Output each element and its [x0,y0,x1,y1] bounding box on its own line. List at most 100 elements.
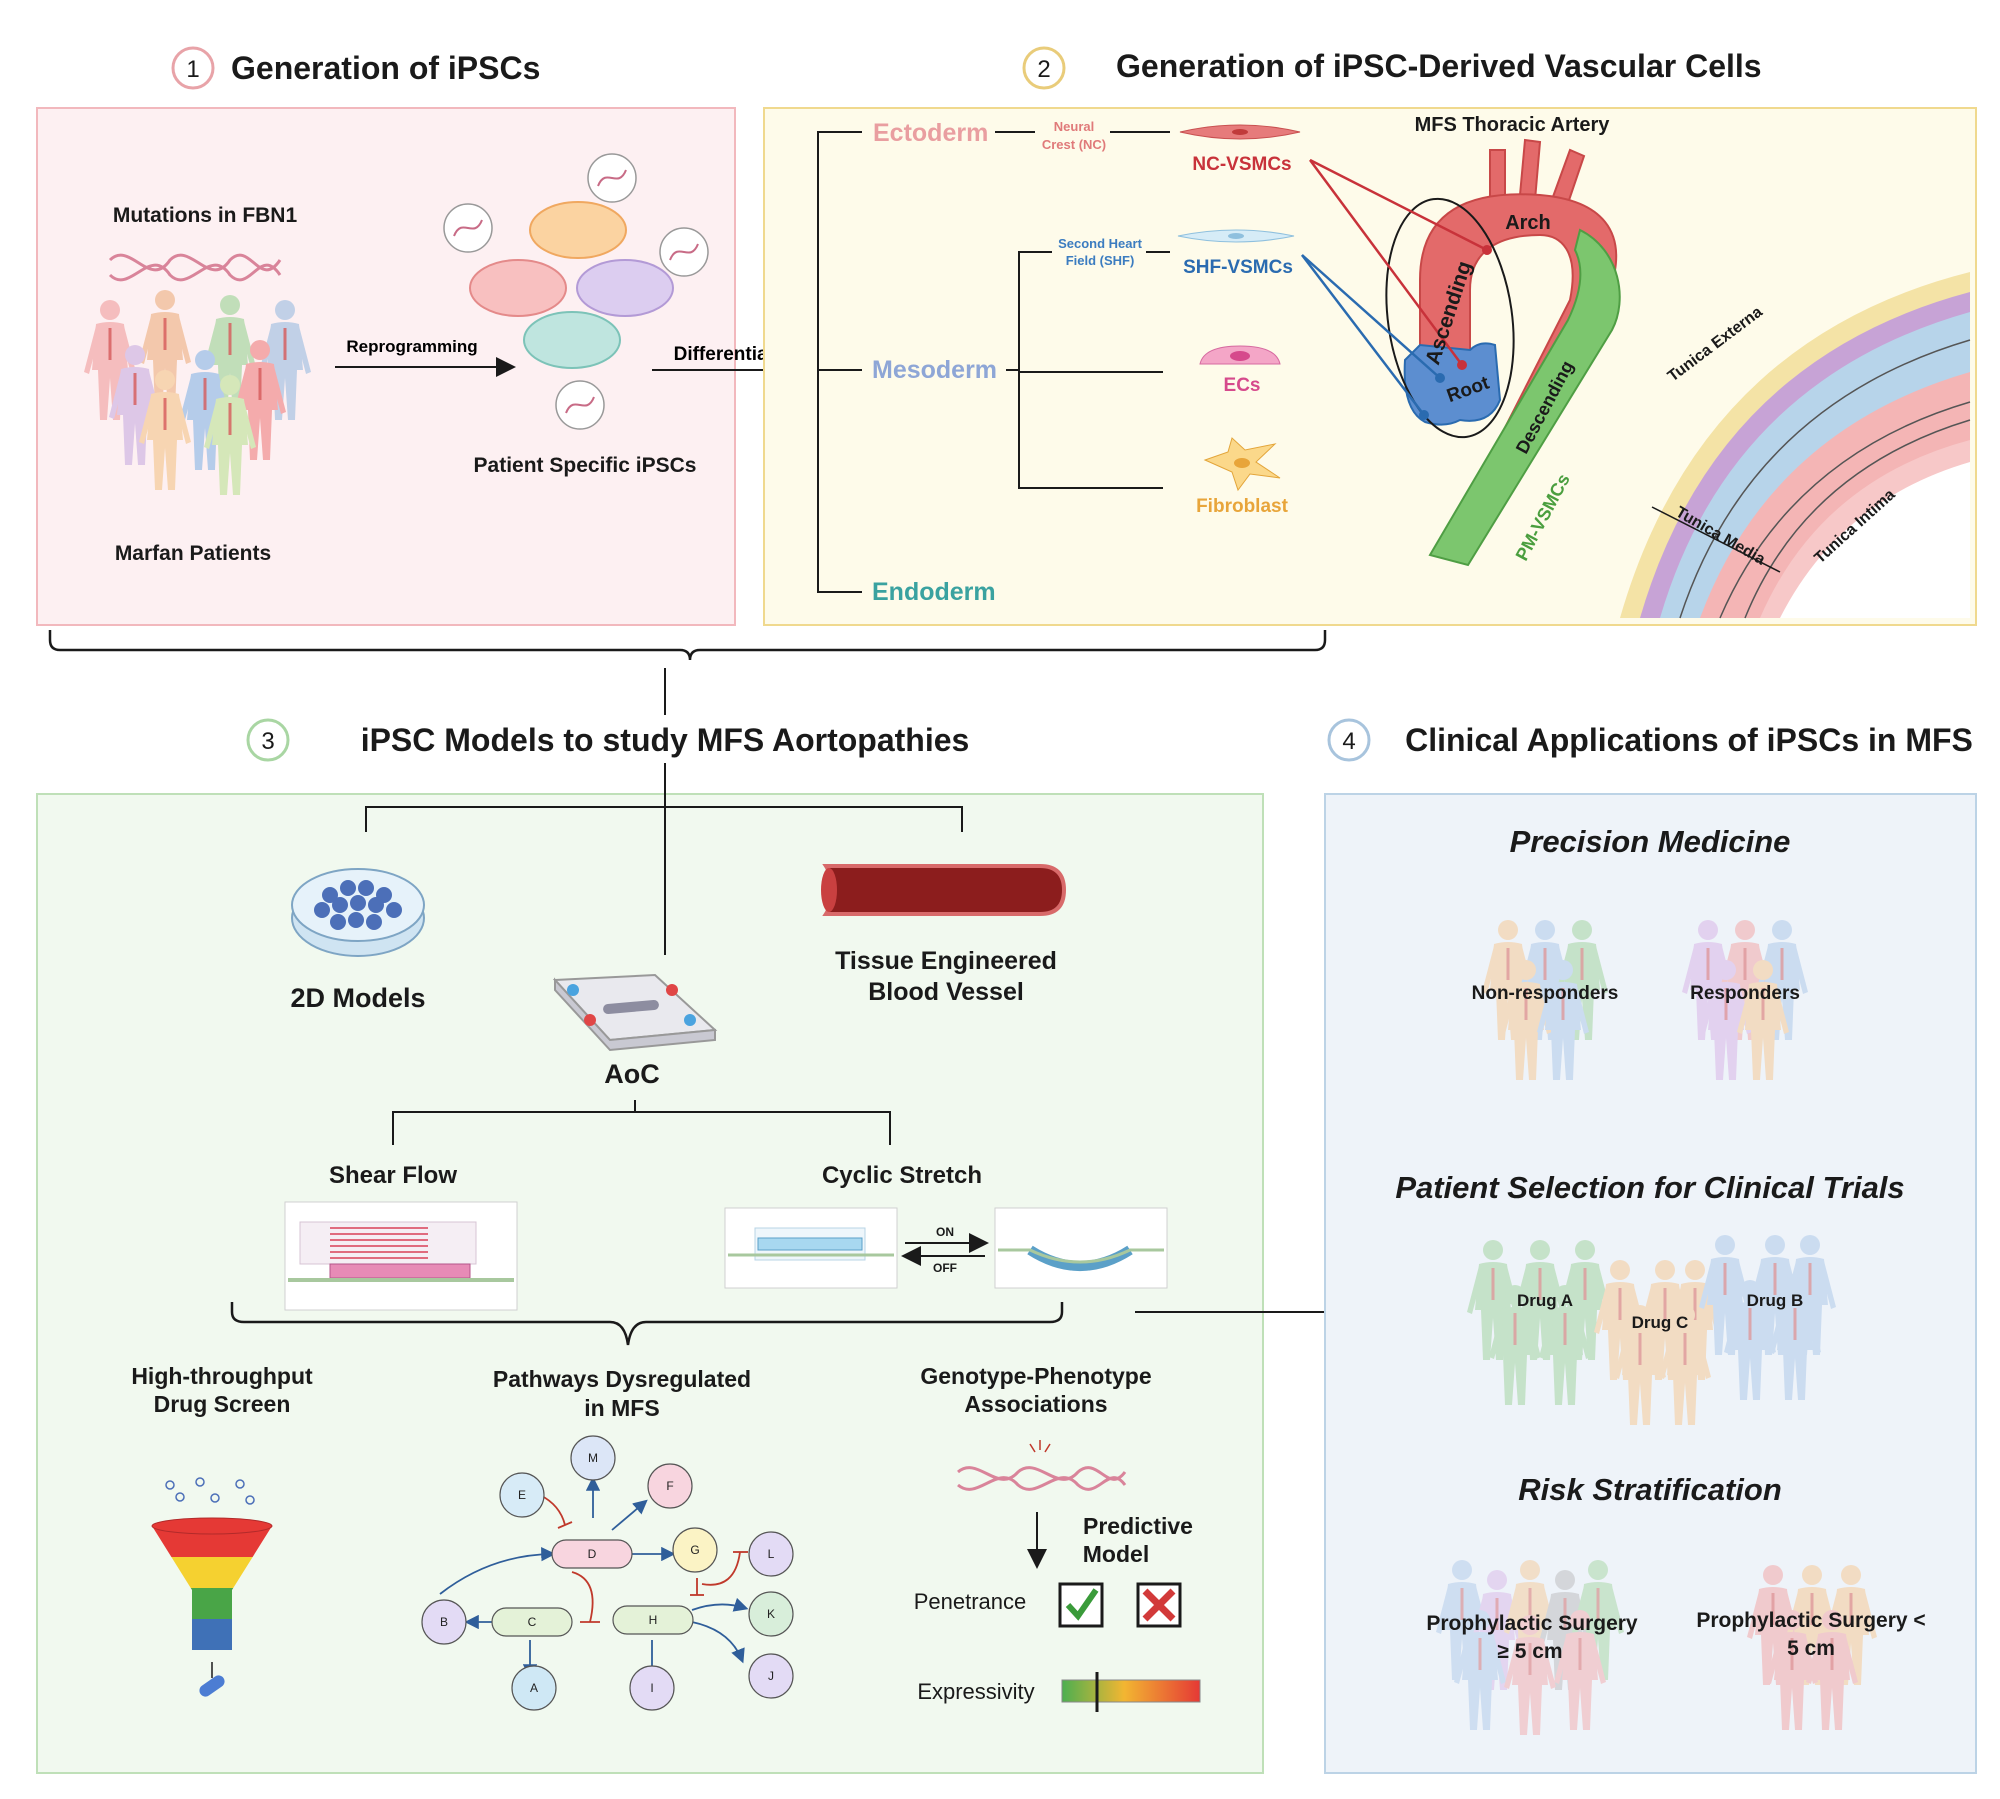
fibroblast-cell-icon [1203,437,1281,492]
pathways-label-line1: Pathways Dysregulated [493,1366,751,1392]
endothelial-cell-icon [1199,345,1281,365]
node-c: C [528,1615,537,1629]
node-e: E [518,1488,526,1502]
endoderm-label: Endoderm [872,578,996,606]
ipscs-label: Patient Specific iPSCs [474,454,697,477]
node-d: D [588,1547,597,1561]
panel-3-title: iPSC Models to study MFS Aortopathies [361,722,970,758]
node-h: H [649,1613,658,1627]
neural-crest-label-line1: Neural [1054,119,1094,134]
node-b: B [440,1615,448,1629]
2d-models-label: 2D Models [290,983,425,1013]
on-label: ON [936,1225,954,1239]
node-m: M [588,1451,598,1465]
panel-2-number: 2 [1037,56,1050,83]
node-g: G [690,1543,699,1557]
surgery-ge-label-line2: ≥ 5 cm [1497,1640,1562,1663]
pathway-node-labels: M E F D G L C H B K A I J [440,1451,775,1695]
cross-icon [1136,1582,1182,1628]
gp-label-line2: Associations [964,1391,1107,1417]
lineage-connectors [1301,158,1488,416]
panel-4-number: 4 [1342,728,1355,755]
patients-label: Marfan Patients [115,542,271,565]
petri-dish-2d-icon [291,868,425,957]
predictive-label-line1: Predictive [1083,1513,1193,1539]
panel-1-badge [171,46,215,90]
tebv-label-line1: Tissue Engineered [835,947,1057,975]
neural-crest-label-line2: Crest (NC) [1042,137,1106,152]
hts-label-line1: High-throughput [131,1363,313,1389]
drug-screen-funnel-icon [151,1477,273,1697]
ectoderm-label: Ectoderm [873,119,988,147]
aoc-bracket [392,1111,891,1145]
shear-flow-label: Shear Flow [329,1162,457,1189]
panel-3-badge [246,718,290,762]
cyclic-stretch-label: Cyclic Stretch [822,1162,982,1189]
nc-vsmcs-label: NC-VSMCs [1192,154,1291,175]
expressivity-label: Expressivity [917,1679,1034,1704]
precision-medicine-title: Precision Medicine [1510,824,1791,859]
shf-vsmc-cell-icon [1177,229,1295,243]
check-icon [1058,1582,1104,1628]
surgery-lt-label-line2: 5 cm [1787,1637,1835,1660]
mesoderm-label: Mesoderm [872,356,997,384]
node-i: I [650,1681,653,1695]
panel-4: 4 Clinical Applications of iPSCs in MFS … [1324,718,1977,1774]
panel-1-number: 1 [186,56,199,83]
cyclic-stretch-illustration [724,1207,1168,1289]
reprogramming-label: Reprogramming [346,337,477,356]
panel-2-title: Generation of iPSC-Derived Vascular Cell… [1116,48,1762,84]
drug-c-label: Drug C [1632,1313,1689,1332]
node-j: J [768,1669,774,1683]
ecs-label: ECs [1224,375,1261,396]
nc-vsmc-cell-icon [1179,124,1301,140]
off-label: OFF [933,1261,957,1275]
patient-selection-title: Patient Selection for Clinical Trials [1395,1170,1904,1205]
gp-dna-icon [957,1440,1127,1491]
predictive-label-line2: Model [1083,1541,1149,1567]
penetrance-label: Penetrance [914,1589,1027,1614]
responders-label: Responders [1690,983,1800,1004]
artery-title: MFS Thoracic Artery [1415,114,1611,136]
node-f: F [666,1479,673,1493]
top-bracket [48,630,1327,661]
arch-label: Arch [1505,212,1551,234]
shf-vsmcs-label: SHF-VSMCs [1183,257,1293,278]
node-k: K [767,1607,775,1621]
gp-label-line1: Genotype-Phenotype [920,1363,1151,1389]
fibroblast-label: Fibroblast [1196,496,1289,517]
shear-flow-illustration [284,1201,518,1311]
aortic-chip-icon [552,973,718,1052]
node-l: L [768,1547,775,1561]
vessel-wall-illustration [1620,272,1971,619]
panel-1: 1 Generation of iPSCs Mutations in FBN1 … [36,46,860,626]
panel-4-title: Clinical Applications of iPSCs in MFS [1405,722,1973,758]
tebv-label-line2: Blood Vessel [868,978,1024,1006]
hts-label-line2: Drug Screen [154,1391,291,1417]
pathway-network-diagram [421,1435,794,1711]
shf-label-line1: Second Heart [1058,236,1142,251]
expressivity-gradient-bar [1061,1679,1201,1703]
dna-icon [108,253,282,282]
non-responders-label: Non-responders [1472,983,1619,1004]
germ-layer-tree [817,131,1170,593]
models-bracket [365,806,963,832]
panel-4-badge [1327,718,1371,762]
tunica-media-bracket [1651,506,1781,573]
shf-label-line2: Field (SHF) [1066,253,1135,268]
panel-2-badge [1022,46,1066,90]
surgery-ge-label-line1: Prophylactic Surgery [1426,1612,1638,1635]
panel-1-title: Generation of iPSCs [231,50,540,86]
panel-3-number: 3 [261,728,274,755]
surgery-lt-label-line1: Prophylactic Surgery < [1696,1609,1925,1632]
node-a: A [530,1681,538,1695]
panel-2: 2 Generation of iPSC-Derived Vascular Ce… [763,46,1977,626]
mutations-label: Mutations in FBN1 [113,204,298,227]
pathways-label-line2: in MFS [584,1395,659,1421]
ipsc-dishes-icon [443,153,709,430]
outcomes-bracket [230,1302,1064,1346]
drug-b-label: Drug B [1747,1291,1804,1310]
aoc-label: AoC [604,1059,660,1089]
panel-3: 3 iPSC Models to study MFS Aortopathies … [36,718,1414,1774]
